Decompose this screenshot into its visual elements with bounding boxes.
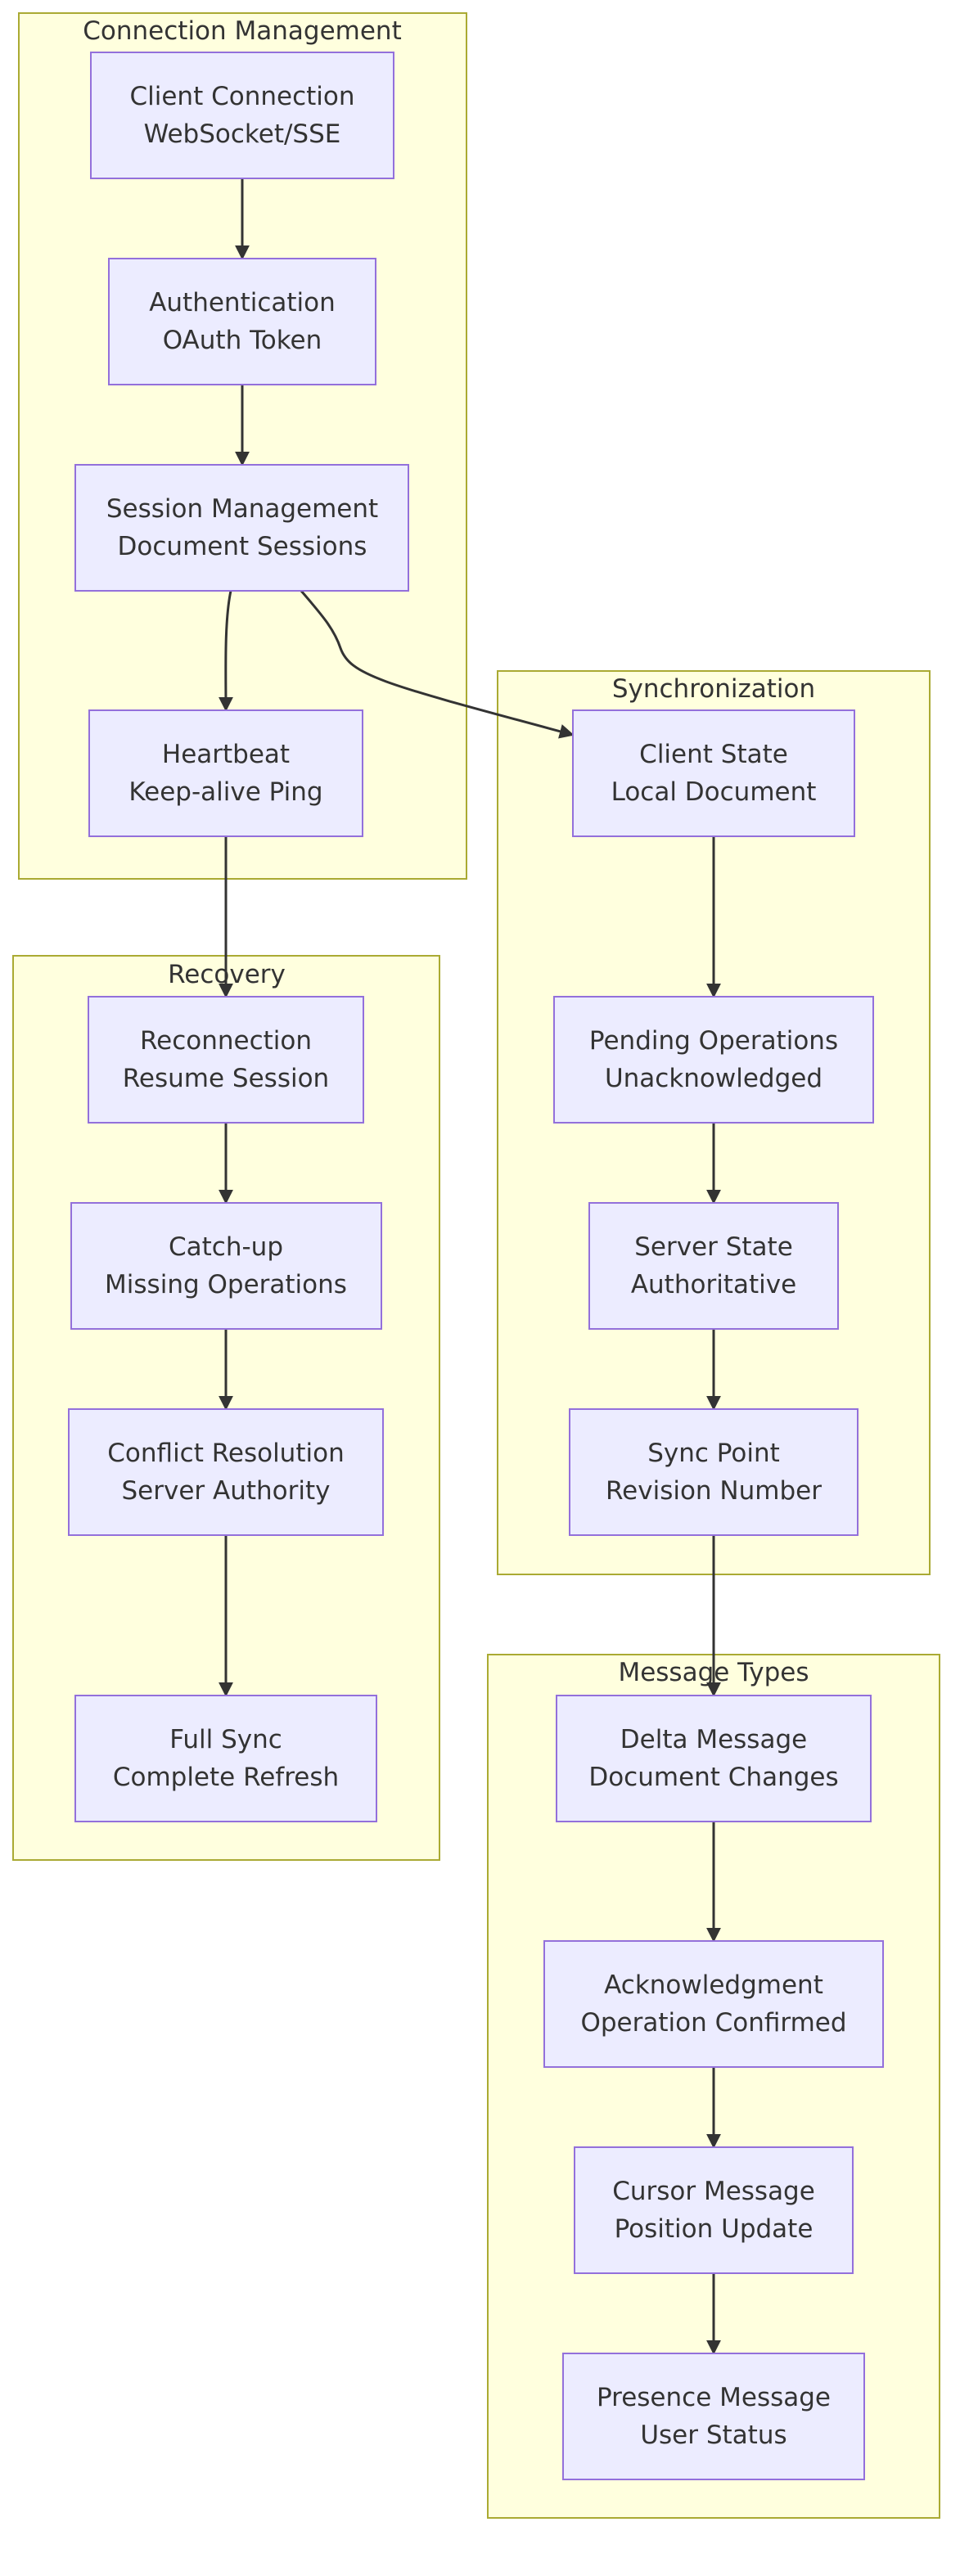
node-presence-message-title: Presence Message <box>597 2383 831 2412</box>
node-server-state-subtitle: Authoritative <box>631 1270 796 1299</box>
node-heartbeat-title: Heartbeat <box>162 740 290 769</box>
node-conflict-resolution[interactable]: Conflict Resolution Server Authority <box>68 1408 384 1536</box>
node-heartbeat-subtitle: Keep-alive Ping <box>128 777 322 807</box>
edge-session-management-to-heartbeat <box>218 590 233 712</box>
node-delta-message-title: Delta Message <box>620 1725 807 1754</box>
node-session-management-subtitle: Document Sessions <box>118 532 367 561</box>
node-reconnection[interactable]: Reconnection Resume Session <box>88 996 364 1124</box>
node-server-state[interactable]: Server State Authoritative <box>588 1202 839 1330</box>
node-acknowledgment[interactable]: Acknowledgment Operation Confirmed <box>543 1940 884 2068</box>
node-catch-up[interactable]: Catch-up Missing Operations <box>70 1202 382 1330</box>
node-reconnection-subtitle: Resume Session <box>123 1064 329 1093</box>
node-cursor-message-subtitle: Position Update <box>615 2214 814 2244</box>
node-sync-point[interactable]: Sync Point Revision Number <box>569 1408 859 1536</box>
node-pending-operations-subtitle: Unacknowledged <box>605 1064 823 1093</box>
node-client-state-subtitle: Local Document <box>611 777 817 807</box>
node-client-state-title: Client State <box>639 740 788 769</box>
node-client-connection-subtitle: WebSocket/SSE <box>144 119 341 149</box>
cluster-title-sync: Synchronization <box>612 674 815 704</box>
node-full-sync[interactable]: Full Sync Complete Refresh <box>74 1695 377 1822</box>
node-server-state-title: Server State <box>634 1232 793 1262</box>
node-cursor-message[interactable]: Cursor Message Position Update <box>574 2146 854 2274</box>
node-reconnection-title: Reconnection <box>140 1026 312 1056</box>
node-client-state[interactable]: Client State Local Document <box>572 709 855 837</box>
node-presence-message-subtitle: User Status <box>640 2421 786 2450</box>
node-full-sync-subtitle: Complete Refresh <box>113 1763 339 1792</box>
node-authentication-title: Authentication <box>149 288 336 317</box>
node-pending-operations-title: Pending Operations <box>589 1026 838 1056</box>
node-conflict-resolution-title: Conflict Resolution <box>107 1439 344 1468</box>
edge-session-management-to-client-state <box>300 590 575 739</box>
node-conflict-resolution-subtitle: Server Authority <box>122 1476 331 1506</box>
node-client-connection[interactable]: Client Connection WebSocket/SSE <box>90 52 394 179</box>
node-presence-message[interactable]: Presence Message User Status <box>562 2353 865 2480</box>
node-full-sync-title: Full Sync <box>169 1725 282 1754</box>
node-authentication-subtitle: OAuth Token <box>163 326 322 355</box>
node-sync-point-title: Sync Point <box>647 1439 780 1468</box>
node-delta-message-subtitle: Document Changes <box>588 1763 838 1792</box>
cluster-title-connection: Connection Management <box>83 16 401 46</box>
node-acknowledgment-title: Acknowledgment <box>604 1970 823 2000</box>
node-pending-operations[interactable]: Pending Operations Unacknowledged <box>553 996 874 1124</box>
node-sync-point-subtitle: Revision Number <box>606 1476 822 1506</box>
node-catch-up-title: Catch-up <box>169 1232 283 1262</box>
edges <box>218 178 721 2355</box>
node-heartbeat[interactable]: Heartbeat Keep-alive Ping <box>88 709 363 837</box>
node-client-connection-title: Client Connection <box>129 82 354 111</box>
node-acknowledgment-subtitle: Operation Confirmed <box>580 2008 846 2038</box>
node-authentication[interactable]: Authentication OAuth Token <box>108 258 376 385</box>
node-session-management[interactable]: Session Management Document Sessions <box>74 464 409 592</box>
node-delta-message[interactable]: Delta Message Document Changes <box>556 1695 872 1822</box>
node-catch-up-subtitle: Missing Operations <box>105 1270 347 1299</box>
node-cursor-message-title: Cursor Message <box>612 2177 815 2206</box>
node-session-management-title: Session Management <box>106 494 378 524</box>
